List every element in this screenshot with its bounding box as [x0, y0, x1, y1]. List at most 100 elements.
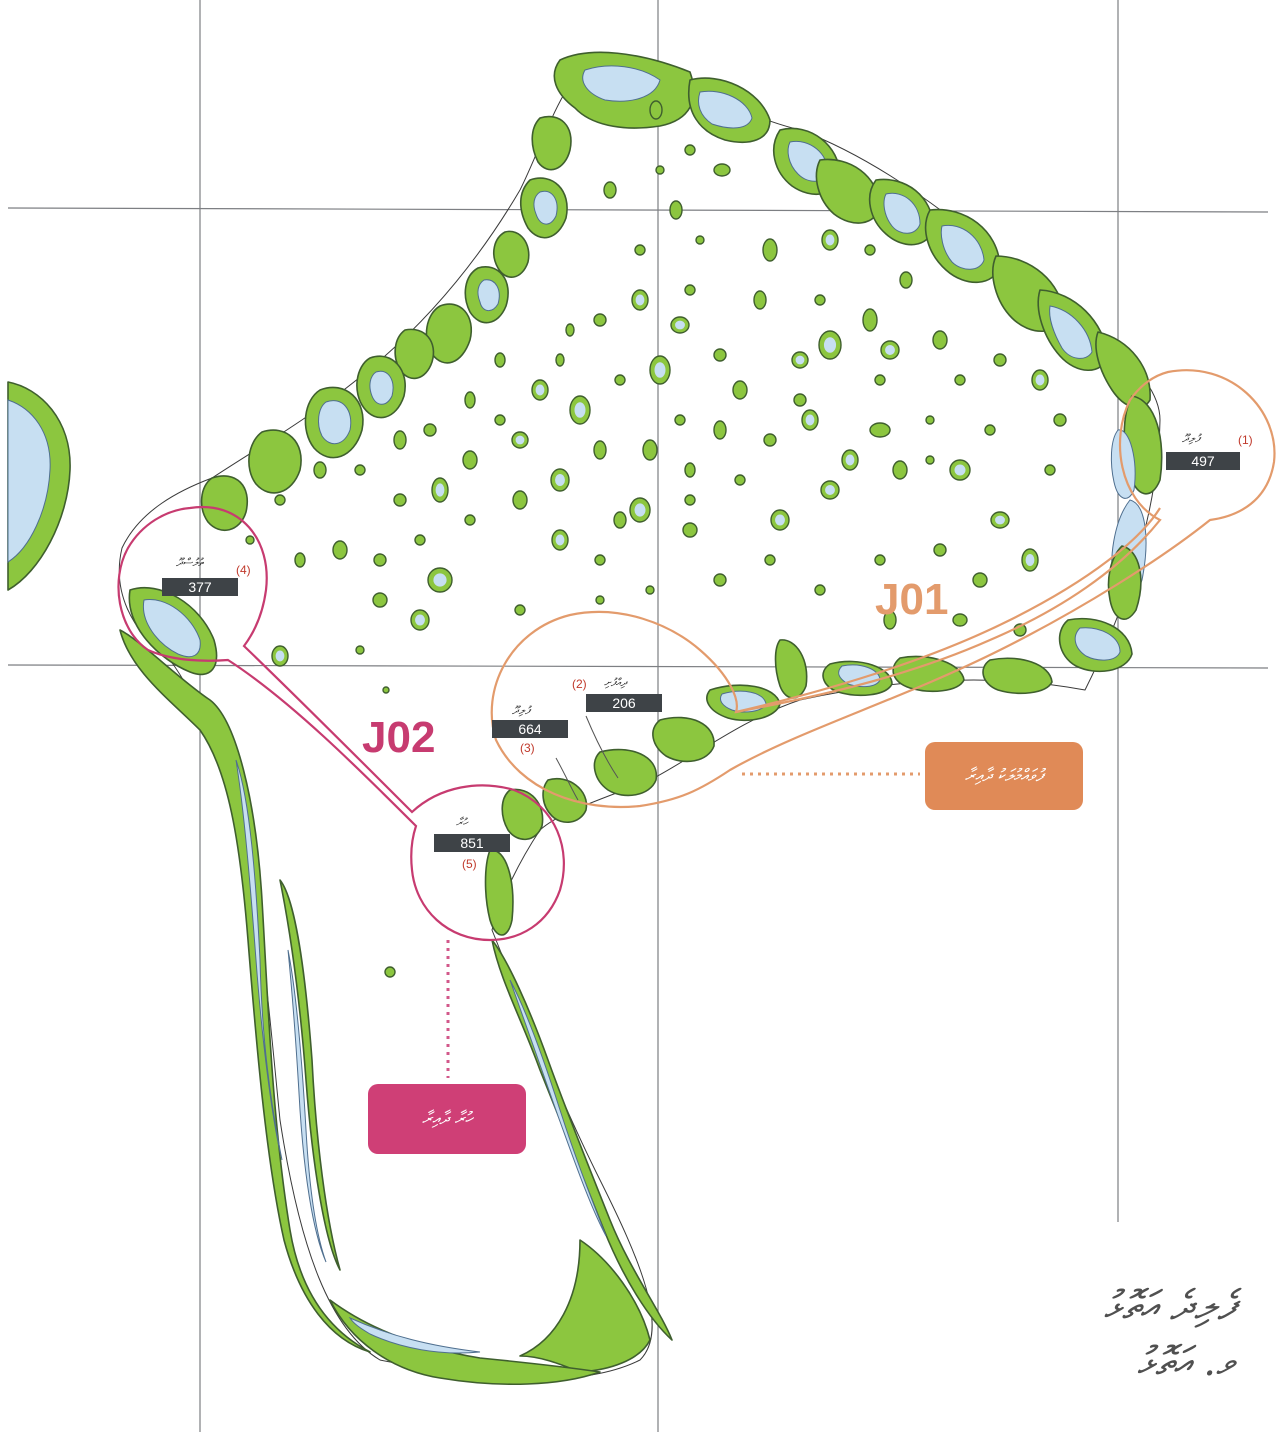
patch-reef — [954, 374, 966, 386]
patch-reef — [1053, 413, 1067, 427]
patch-reef — [464, 391, 476, 409]
patch-reef — [684, 494, 696, 506]
patch-reef — [814, 584, 826, 596]
patch-reef — [593, 440, 607, 460]
reef-north-west — [200, 51, 695, 532]
island-5-number-box — [434, 834, 510, 852]
island-4-number-box — [162, 578, 238, 596]
zone-j02-label: J02 — [362, 713, 435, 762]
patch-reef-lagoon — [995, 515, 1005, 525]
patch-reef — [245, 535, 255, 545]
patch-reef — [972, 572, 988, 588]
patch-reef-lagoon — [825, 485, 835, 495]
island-2-number-box — [586, 694, 662, 712]
patch-reef-lagoon — [775, 514, 785, 526]
patch-reef — [684, 144, 696, 156]
patch-reef — [764, 554, 776, 566]
patch-reef — [925, 455, 935, 465]
patch-reef — [614, 374, 626, 386]
patch-reef — [594, 554, 606, 566]
patch-reef-lagoon — [415, 614, 425, 626]
patch-reef — [494, 352, 506, 368]
patch-reef-lagoon — [515, 435, 525, 445]
zone-j02-tag[interactable]: ހުރާ ދާއިރާ — [368, 1084, 526, 1154]
island-marker-4[interactable]: ތުލުސްދޫ (4) 377 — [162, 556, 251, 596]
patch-reef — [933, 543, 947, 557]
island-3-name: ފުލިދޫ — [511, 704, 532, 717]
patch-reef — [649, 100, 663, 120]
patch-reef — [464, 514, 476, 526]
patch-reef — [393, 493, 407, 507]
patch-reef-lagoon — [795, 355, 805, 365]
patch-reef — [684, 462, 696, 478]
zone-j01-tag[interactable]: ފުވައްމުލަކު ދާއިރާ — [925, 742, 1083, 810]
patch-reef — [925, 415, 935, 425]
patch-reef — [642, 439, 658, 461]
patch-reef-lagoon — [634, 503, 646, 517]
patch-reef — [713, 163, 731, 177]
patch-reef-lagoon — [654, 362, 666, 378]
patch-reef-lagoon — [954, 464, 966, 476]
patch-reef — [899, 271, 913, 289]
patch-reef — [732, 380, 748, 400]
neighbor-atoll-reef — [7, 381, 71, 591]
patch-reef — [762, 238, 778, 262]
island-1-name: ފުލިދޫ — [1181, 432, 1202, 445]
patch-reef-lagoon — [823, 337, 837, 353]
patch-reef — [423, 423, 437, 437]
patch-reef-lagoon — [435, 483, 445, 497]
patch-reef — [684, 284, 696, 296]
island-3-leader — [555, 757, 579, 801]
atoll-title-line1: ފެލިދެ އަތޮޅު — [1103, 1283, 1235, 1329]
zone-j01-boundary — [490, 369, 1276, 808]
island-1-index: (1) — [1238, 433, 1253, 447]
patch-reef — [494, 414, 506, 426]
island-marker-2[interactable]: ދިއްފުށި (2) 206 — [572, 676, 662, 712]
patch-reef — [384, 966, 396, 978]
patch-reef-lagoon — [845, 454, 855, 466]
patch-reef — [313, 461, 327, 479]
patch-reef — [993, 353, 1007, 367]
zone-j02-boundary — [117, 505, 565, 942]
zone-j01-inner-line — [735, 507, 1161, 714]
island-3-index: (3) — [520, 741, 535, 755]
island-2-index: (2) — [572, 677, 587, 691]
patch-reef — [373, 553, 387, 567]
island-1-number-box — [1166, 452, 1240, 470]
patch-reef-lagoon — [675, 320, 685, 330]
patch-reef — [892, 460, 908, 480]
island-4-index: (4) — [236, 563, 251, 577]
patch-reef — [382, 686, 390, 694]
patch-reef — [655, 165, 665, 175]
patch-reef — [555, 353, 565, 367]
grid-line-h2 — [7, 664, 1269, 669]
island-marker-5[interactable]: ހުރާ 851 (5) — [434, 816, 510, 871]
patch-reef — [869, 422, 891, 438]
island-4-number: 377 — [188, 579, 212, 595]
patch-reef-lagoon — [825, 234, 835, 246]
patch-reef-lagoon — [635, 294, 645, 306]
patch-reef — [1044, 464, 1056, 476]
island-marker-1[interactable]: ފުލިދޫ (1) 497 — [1166, 432, 1253, 470]
patch-reef — [713, 348, 727, 362]
island-1-number: 497 — [1191, 453, 1215, 469]
patch-reef — [669, 200, 683, 220]
atoll-title: ފެލިދެ އަތޮޅު ވ. އަތޮޅު — [985, 1278, 1235, 1390]
patch-reef-lagoon — [535, 384, 545, 396]
patch-reef-lagoon — [555, 473, 565, 487]
interior-patch-reefs — [245, 100, 1067, 978]
patch-reef — [354, 464, 366, 476]
patch-reef — [682, 522, 698, 538]
patch-reef — [603, 181, 617, 199]
patch-reef — [294, 552, 306, 568]
island-2-number: 206 — [612, 695, 636, 711]
patch-reef — [862, 308, 878, 332]
island-marker-3[interactable]: ފުލިދޫ 664 (3) — [492, 704, 568, 755]
island-2-name: ދިއްފުށި — [604, 676, 628, 689]
island-5-number: 851 — [460, 835, 484, 851]
island-5-index: (5) — [462, 857, 477, 871]
patch-reef — [414, 534, 426, 546]
patch-reef-lagoon — [433, 573, 447, 587]
patch-reef — [595, 595, 605, 605]
